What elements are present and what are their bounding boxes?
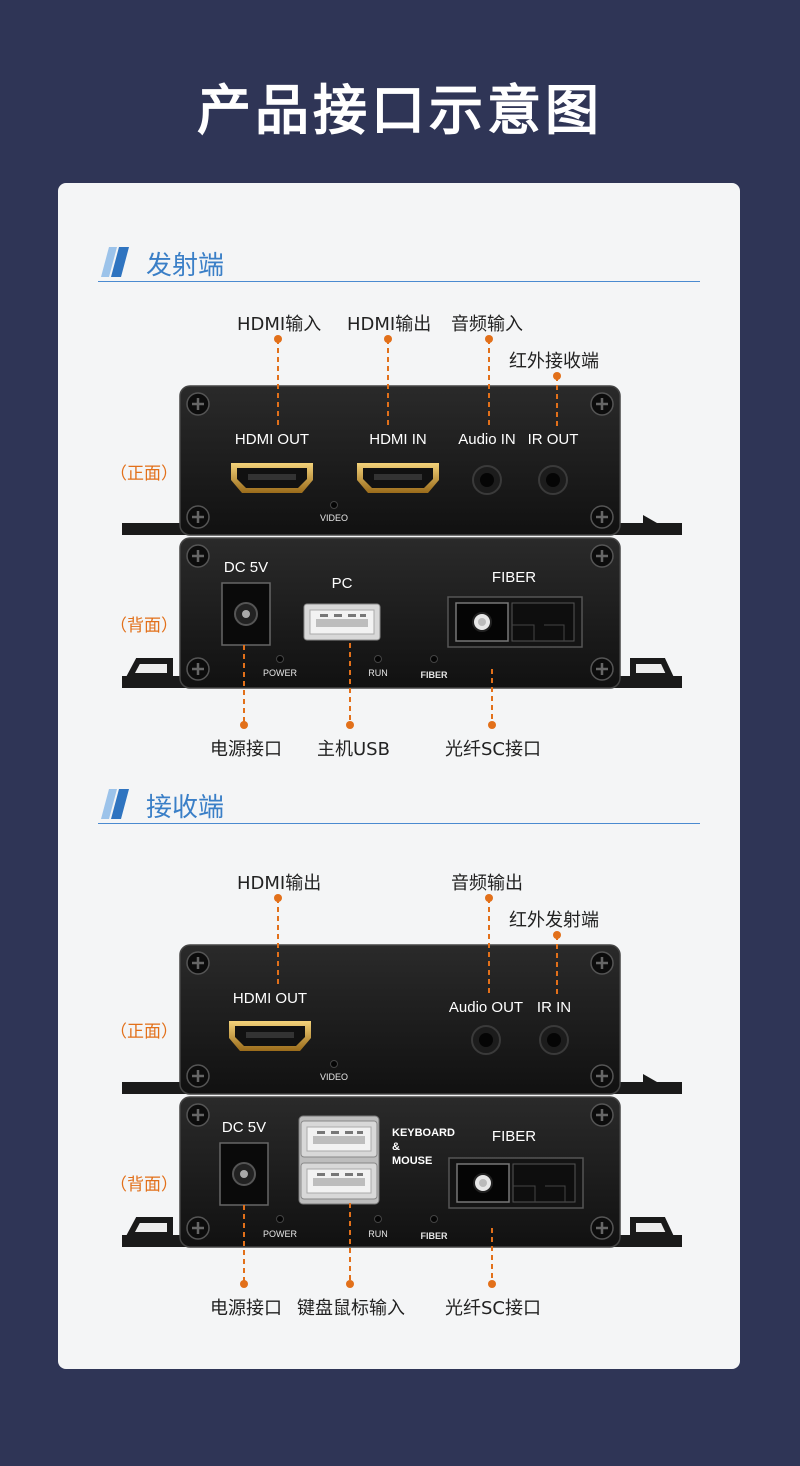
receiver-back-label: （背面） [110,1175,178,1195]
leader-dots [240,335,561,729]
hdmi-port-icon [229,1021,311,1051]
section-rule [98,281,700,282]
callout-hdmi-output: HDMI输出 [237,873,322,894]
section-marker-icon [101,789,129,819]
hdmi-port-icon [231,463,313,493]
leader-lines [243,898,558,1284]
callout-ir-receiver: 红外接收端 [509,351,599,372]
hdmi-port-icon [357,463,439,493]
callout-power-port: 电源接口 [210,739,282,760]
content-card: 发射端 HDMI输入 HDMI输出 音频输入 红外接收端 （正面） （背面） 电… [58,183,740,1369]
fiber-sc-port-icon [448,1157,584,1209]
port-label-hdmi-out: HDMI OUT [235,431,309,448]
dc-power-jack-icon [221,582,271,646]
leader-lines [243,339,558,725]
led-label-run: RUN [368,668,388,678]
callout-audio-output: 音频输出 [451,873,523,894]
receiver-section-title: 接收端 [146,793,225,823]
led-label-video: VIDEO [320,513,348,523]
port-label-keyboard: KEYBOARD [392,1127,455,1139]
port-label-ir-in: IR IN [537,999,571,1016]
section-rule [98,823,700,824]
transmitter-section-header: 发射端 [98,243,700,283]
transmitter-back-label: （背面） [110,616,178,636]
receiver-front-label: （正面） [110,1022,178,1042]
callout-ir-transmitter: 红外发射端 [509,910,599,931]
callout-keyboard-mouse: 键盘鼠标输入 [297,1298,405,1319]
led-label-fiber: FIBER [421,1231,449,1241]
led-label-fiber: FIBER [421,670,449,680]
led-label-run: RUN [368,1229,388,1239]
usb-port-icon [303,603,381,641]
callout-fiber-sc: 光纤SC接口 [445,739,541,760]
dc-power-jack-icon [219,1142,269,1206]
fiber-sc-port-icon [447,596,583,648]
callout-hdmi-output: HDMI输出 [347,314,432,335]
receiver-back-panel: DC 5V KEYBOARD & MOUSE FIBER POWER RUN F… [122,1096,682,1248]
receiver-front-panel: HDMI OUT Audio OUT IR IN VIDEO [122,944,682,1095]
port-label-dc: DC 5V [222,1119,266,1136]
ir-jack-icon [539,1025,569,1055]
transmitter-back-panel: DC 5V PC FIBER POWER RUN FIBER [122,537,682,689]
callout-hdmi-input: HDMI输入 [237,314,322,335]
transmitter-front-panel: HDMI OUT HDMI IN Audio IN IR OUT VIDEO [122,385,682,536]
port-label-hdmi-out: HDMI OUT [233,990,307,1007]
port-label-fiber: FIBER [492,569,536,586]
callout-fiber-sc: 光纤SC接口 [445,1298,541,1319]
port-label-dc: DC 5V [224,559,268,576]
transmitter-front-label: （正面） [110,464,178,484]
callout-host-usb: 主机USB [317,739,390,760]
ir-jack-icon [538,465,568,495]
audio-jack-icon [472,465,502,495]
dual-usb-port-icon [298,1115,380,1205]
led-label-power: POWER [263,1229,298,1239]
port-label-audio-out: Audio OUT [449,999,523,1016]
callout-power-port: 电源接口 [210,1298,282,1319]
port-label-audio-in: Audio IN [458,431,516,448]
port-label-mouse: MOUSE [392,1155,432,1167]
transmitter-section-title: 发射端 [146,251,225,281]
port-label-fiber: FIBER [492,1128,536,1145]
port-label-ir-out: IR OUT [528,431,579,448]
audio-jack-icon [471,1025,501,1055]
port-label-ampersand: & [392,1141,400,1153]
led-label-power: POWER [263,668,298,678]
led-label-video: VIDEO [320,1072,348,1082]
callout-audio-input: 音频输入 [451,314,523,335]
device-diagram: HDMI OUT HDMI IN Audio IN IR OUT VIDEO D… [122,335,682,1288]
page-title: 产品接口示意图 [197,79,603,142]
section-marker-icon [101,247,129,277]
leader-dots [240,894,561,1288]
port-label-pc: PC [332,575,353,592]
receiver-section-header: 接收端 [98,785,700,825]
port-label-hdmi-in: HDMI IN [369,431,427,448]
